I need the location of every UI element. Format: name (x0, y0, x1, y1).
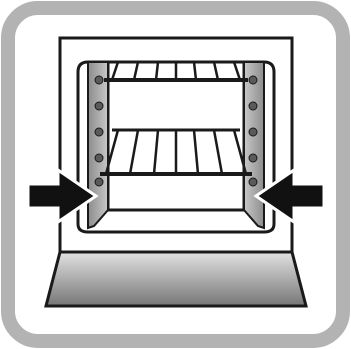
right-side-rail (244, 62, 264, 228)
left-side-rail (88, 62, 108, 228)
oven-door (46, 252, 306, 306)
